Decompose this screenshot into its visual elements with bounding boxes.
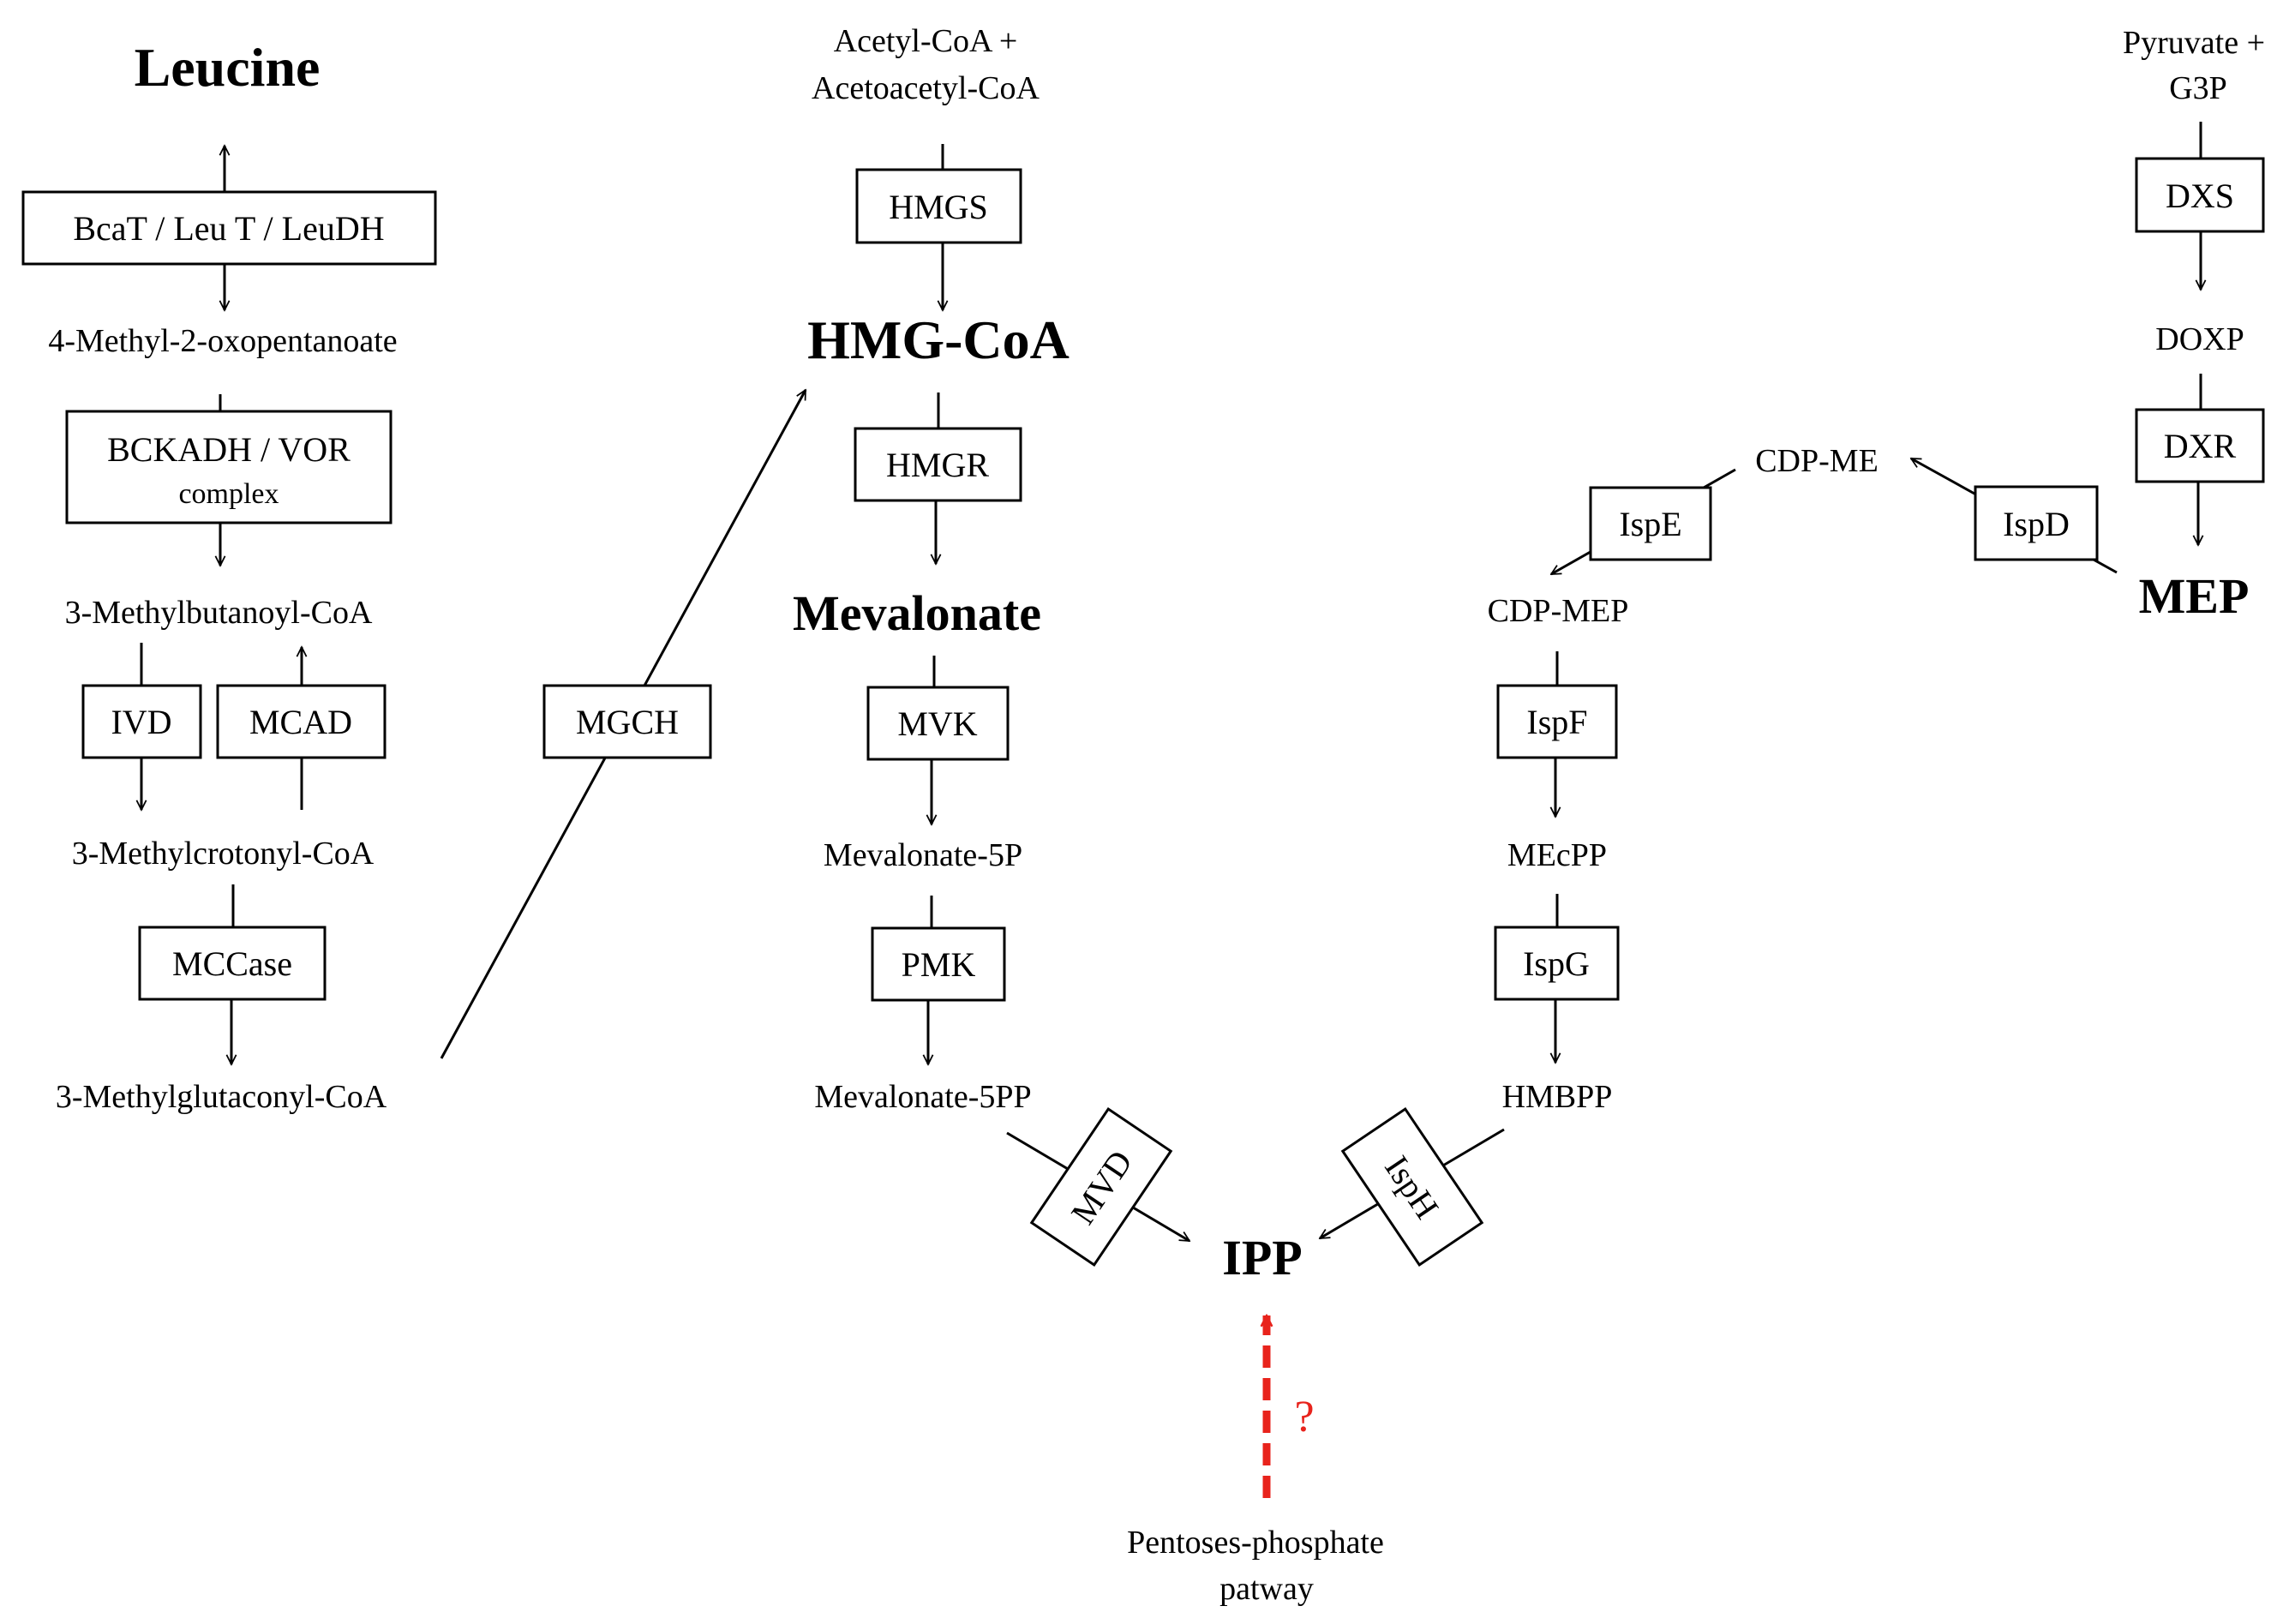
enzyme-box-ivd <box>81 684 202 759</box>
enzyme-box-hmgs <box>855 168 1022 244</box>
metabolite-acetoacetyl-coa-label: Acetoacetyl-CoA <box>812 70 1040 106</box>
enzyme-hmgr: HMGR <box>886 446 989 484</box>
enzyme-group-isph: IspH <box>1340 1106 1484 1267</box>
enzyme-mccase: MCCase <box>172 944 292 983</box>
ipp-hub: IPP ? Pentoses-phosphate patway <box>1127 1230 1384 1607</box>
enzyme-box-dxs <box>2135 157 2265 233</box>
enzyme-group-mvd: MVD <box>1029 1106 1173 1267</box>
enzyme-box-hmgr <box>854 427 1022 502</box>
enzyme-box-ispe <box>1589 486 1712 561</box>
enzyme-pmk: PMK <box>902 945 976 984</box>
enzyme-ispg: IspG <box>1523 944 1590 983</box>
enzyme-box-ispg <box>1494 926 1620 1001</box>
enzyme-dxr: DXR <box>2164 427 2237 465</box>
metabolite-leucine: Leucine <box>135 37 321 98</box>
enzyme-box-mvd <box>1029 1106 1173 1267</box>
metabolite-methylbutanoyl: 3-Methylbutanoyl-CoA <box>65 595 373 631</box>
mevalonate-branch: Acetyl-CoA + Acetoacetyl-CoA HMGS HMG-Co… <box>793 23 1189 1267</box>
enzyme-box-mgch <box>542 684 712 759</box>
enzyme-box-pmk <box>871 926 1006 1002</box>
enzyme-bckadh: BCKADH / VOR <box>107 430 351 469</box>
leucine-branch: Leucine BcaT / Leu T / LeuDH 4-Methyl-2-… <box>21 37 807 1115</box>
enzyme-box-ispf <box>1496 684 1618 759</box>
mep-branch: Pyruvate + G3P DXS DOXP DXR MEP IspD CDP… <box>1320 25 2265 1267</box>
enzyme-ispf: IspF <box>1526 703 1587 741</box>
metabolite-hmgcoa: HMG-CoA <box>807 309 1070 370</box>
enzyme-hmgs: HMGS <box>889 188 988 226</box>
enzyme-box-ispd <box>1974 485 2099 561</box>
metabolite-mev5p: Mevalonate-5P <box>824 837 1022 873</box>
metabolite-ppp: Pentoses-phosphate <box>1127 1525 1384 1561</box>
metabolite-methylcrotonyl: 3-Methylcrotonyl-CoA <box>72 836 375 872</box>
enzyme-ivd: IVD <box>111 703 171 741</box>
metabolite-acetyl-coa: Acetyl-CoA + <box>834 23 1018 59</box>
metabolite-cdpme: CDP-ME <box>1755 443 1879 479</box>
unknown-step-mark: ? <box>1294 1393 1314 1441</box>
metabolite-mecpp: MEcPP <box>1507 837 1607 873</box>
enzyme-box-mvk <box>866 686 1010 761</box>
metabolite-ipp: IPP <box>1222 1230 1302 1285</box>
metabolite-hmbpp: HMBPP <box>1502 1079 1613 1115</box>
metabolite-ppp-patway: patway <box>1219 1571 1314 1607</box>
enzyme-mgch: MGCH <box>576 703 679 741</box>
enzyme-dxs: DXS <box>2166 177 2234 215</box>
enzyme-box-bcat <box>21 190 437 266</box>
metabolite-mep: MEP <box>2139 568 2250 624</box>
enzyme-bcat: BcaT / Leu T / LeuDH <box>73 209 384 248</box>
metabolite-mev5pp: Mevalonate-5PP <box>814 1079 1031 1115</box>
enzyme-ispd: IspD <box>2003 505 2070 543</box>
metabolite-mevalonate: Mevalonate <box>793 585 1041 641</box>
enzyme-bckadh-complex: complex <box>178 478 279 510</box>
metabolite-oxopentanoate: 4-Methyl-2-oxopentanoate <box>48 323 397 359</box>
metabolite-methylglutaconyl: 3-Methylglutaconyl-CoA <box>56 1079 387 1115</box>
enzyme-box-dxr <box>2135 408 2265 483</box>
metabolite-cdpmep: CDP-MEP <box>1488 593 1629 629</box>
enzyme-mvk: MVK <box>897 704 977 743</box>
metabolite-doxp: DOXP <box>2155 321 2244 357</box>
enzyme-box-bckadh <box>65 410 392 524</box>
metabolite-g3p: G3P <box>2169 70 2227 106</box>
enzyme-ispe: IspE <box>1619 505 1681 543</box>
enzyme-box-isph <box>1340 1106 1484 1267</box>
enzyme-mcad: MCAD <box>249 703 352 741</box>
metabolite-pyruvate: Pyruvate + <box>2123 25 2265 61</box>
